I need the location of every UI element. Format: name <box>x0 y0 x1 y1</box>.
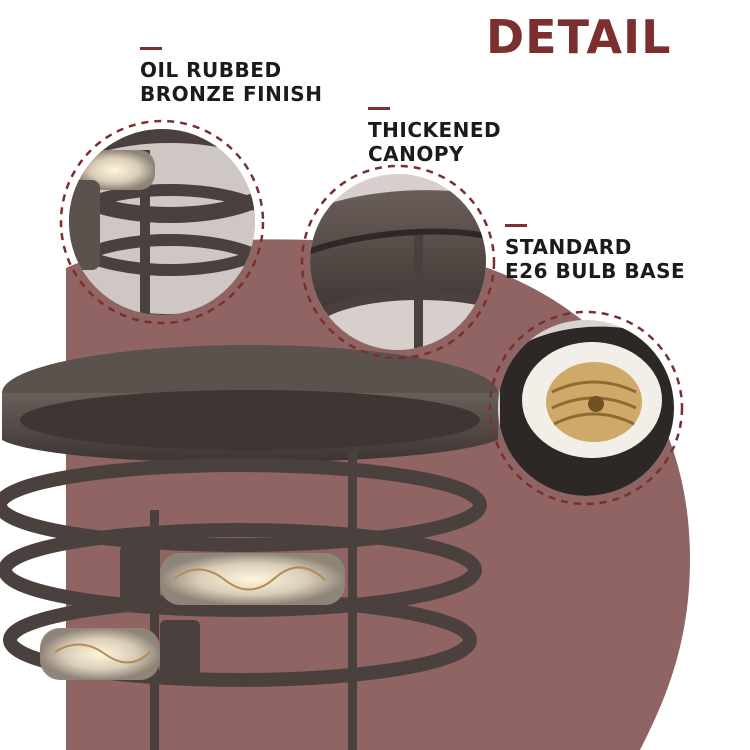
callout-line: THICKENED <box>368 118 502 142</box>
callout-bulb-base: STANDARD E26 BULB BASE <box>505 224 685 283</box>
detail-circle-finish <box>59 119 265 325</box>
accent-bar <box>368 107 390 110</box>
callout-line: STANDARD <box>505 235 632 259</box>
callout-line: OIL RUBBED <box>140 58 282 82</box>
detail-circle-socket <box>488 310 684 506</box>
page-title: DETAIL <box>486 10 672 64</box>
callout-line: BRONZE FINISH <box>140 82 323 106</box>
accent-bar <box>505 224 527 227</box>
fixture-main <box>0 345 498 750</box>
accent-bar <box>140 47 162 50</box>
callout-canopy: THICKENED CANOPY <box>368 107 501 166</box>
callout-line: CANOPY <box>368 142 465 166</box>
callout-line: E26 BULB BASE <box>505 259 686 283</box>
callout-finish: OIL RUBBED BRONZE FINISH <box>140 47 322 106</box>
